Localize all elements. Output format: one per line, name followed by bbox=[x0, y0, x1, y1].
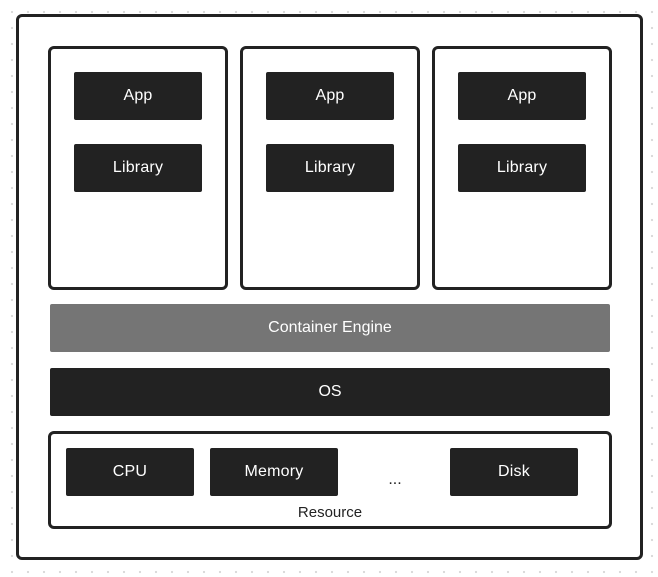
container-2-library: Library bbox=[266, 144, 394, 192]
container-3-app: App bbox=[458, 72, 586, 120]
resource-label: Resource bbox=[297, 503, 363, 521]
container-1-app: App bbox=[74, 72, 202, 120]
os-layer: OS bbox=[50, 368, 610, 416]
resource-ellipsis: ... bbox=[388, 471, 402, 488]
resource-cpu: CPU bbox=[66, 448, 194, 496]
resource-disk: Disk bbox=[450, 448, 578, 496]
container-2-app: App bbox=[266, 72, 394, 120]
resource-memory: Memory bbox=[210, 448, 338, 496]
container-3-library: Library bbox=[458, 144, 586, 192]
container-1-library: Library bbox=[74, 144, 202, 192]
container-engine-layer: Container Engine bbox=[50, 304, 610, 352]
